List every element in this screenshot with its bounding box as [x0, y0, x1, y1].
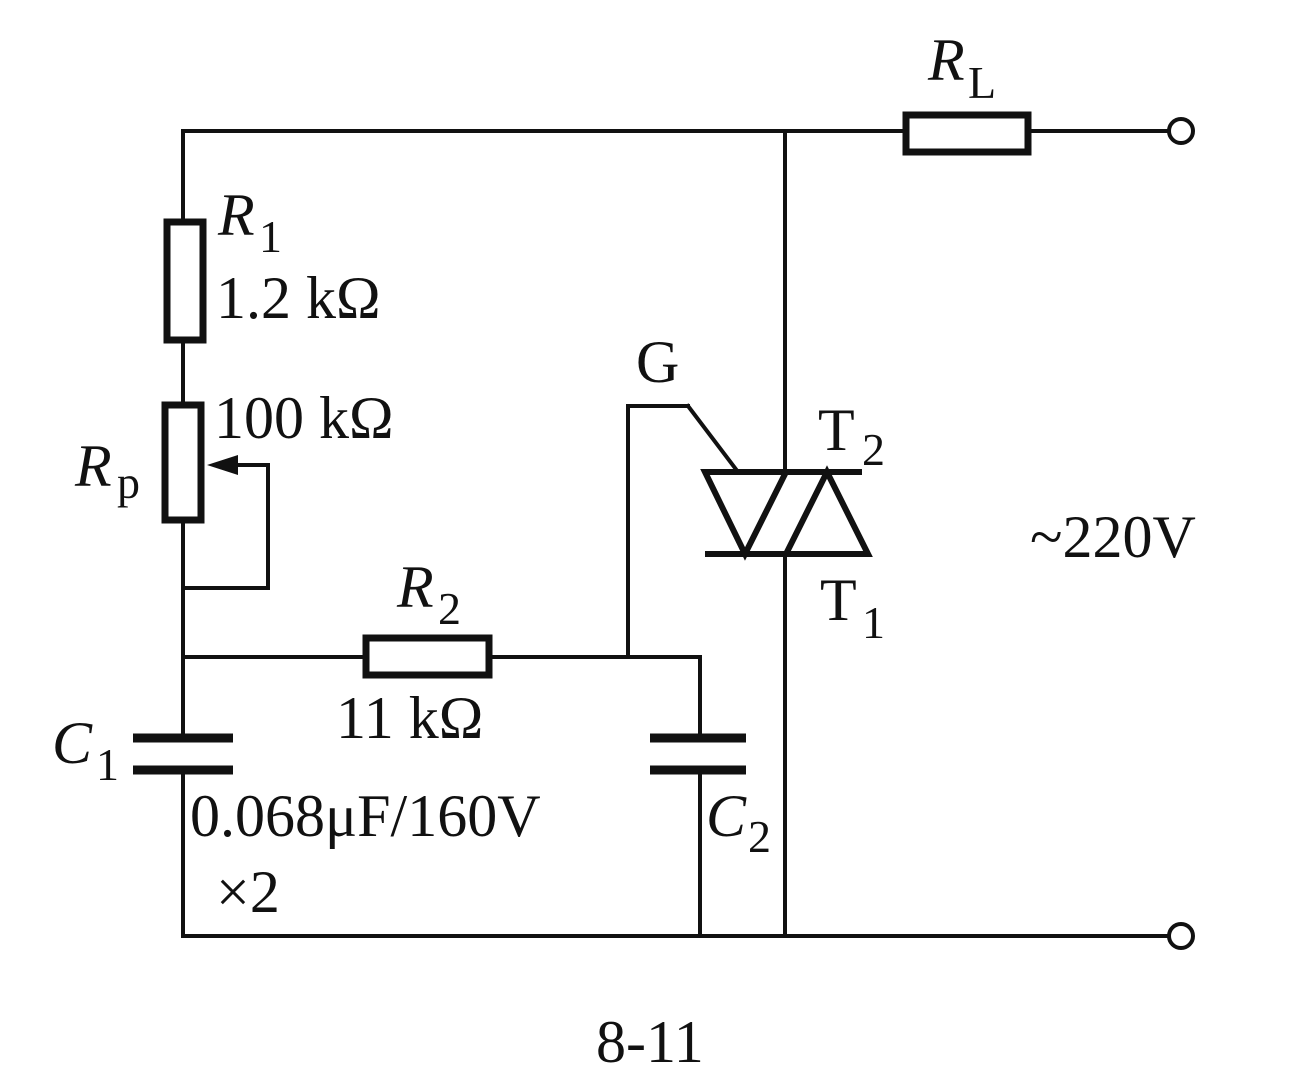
c1-multiplier: ×2: [216, 859, 280, 925]
triac: [700, 465, 873, 561]
rl-symbol: R: [927, 27, 965, 93]
rl-subscript: L: [968, 57, 996, 108]
wires: [181, 129, 1170, 938]
figure-caption: 8-11: [596, 1009, 704, 1072]
supply-label: ~220V: [1030, 504, 1196, 570]
rp-symbol: R: [74, 433, 112, 499]
wire-gate-diagonal: [685, 403, 741, 475]
terminal-bottom: [1167, 922, 1195, 950]
r1-symbol: R: [217, 182, 255, 248]
r1-subscript: 1: [259, 211, 282, 262]
r2-subscript: 2: [438, 583, 461, 634]
resistor-rl: [902, 111, 1032, 156]
wiper-arrow-icon: [207, 455, 238, 475]
gate-label: G: [636, 329, 679, 395]
capacitor-c1: [133, 733, 233, 775]
c1-symbol: C: [52, 710, 93, 776]
t2-subscript: 2: [862, 424, 885, 475]
t1-symbol: T: [820, 567, 857, 633]
potentiometer-rp: [161, 401, 205, 524]
c2-subscript: 2: [748, 811, 771, 862]
terminal-top: [1167, 117, 1195, 145]
resistor-r2: [362, 634, 493, 679]
rp-value: 100 kΩ: [214, 385, 394, 451]
capacitor-c2: [650, 733, 746, 775]
c2-symbol: C: [706, 783, 747, 849]
r2-symbol: R: [396, 554, 434, 620]
c1-subscript: 1: [96, 739, 119, 790]
r1-value: 1.2 kΩ: [216, 265, 381, 331]
c1-value: 0.068μF/160V: [190, 783, 541, 849]
t1-subscript: 1: [862, 597, 885, 648]
r2-value: 11 kΩ: [336, 685, 483, 751]
rp-subscript: p: [117, 457, 140, 508]
resistor-r1: [163, 218, 207, 344]
t2-symbol: T: [818, 397, 855, 463]
